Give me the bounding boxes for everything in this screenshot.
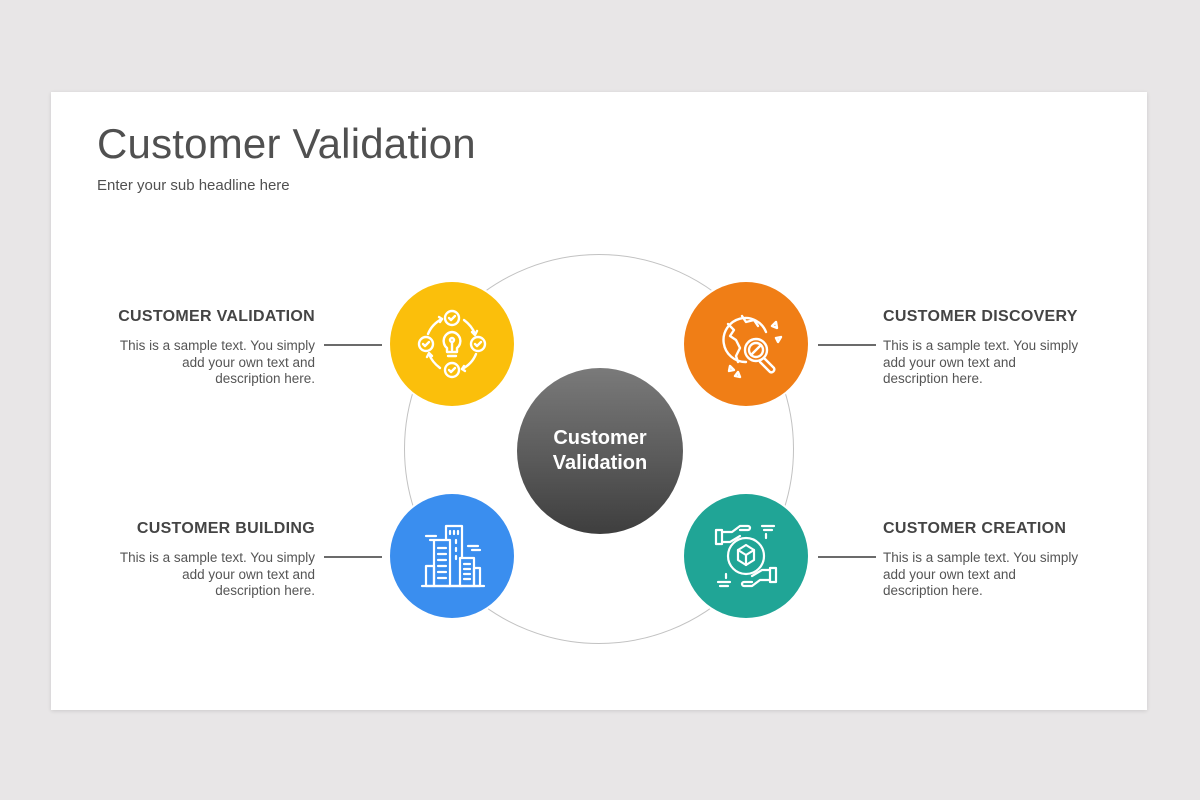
cycle-ring — [404, 254, 794, 644]
hands-box-exchange-icon — [714, 524, 778, 588]
stage-node-creation[interactable] — [684, 494, 808, 618]
connector-line — [324, 344, 382, 346]
stage-description: This is a sample text. You simply add yo… — [883, 338, 1079, 386]
stage-description: This is a sample text. You simply add yo… — [119, 338, 315, 386]
globe-magnifier-icon — [722, 314, 783, 379]
stage-heading: CUSTOMER VALIDATION — [118, 308, 315, 325]
slide-subtitle: Enter your sub headline here — [97, 177, 290, 194]
stage-heading: CUSTOMER CREATION — [883, 520, 1067, 537]
stage-heading: CUSTOMER DISCOVERY — [883, 308, 1078, 325]
connector-line — [818, 344, 876, 346]
stage-discovery-text: CUSTOMER DISCOVERY This is a sample text… — [883, 308, 1083, 388]
stage-node-validation[interactable] — [390, 282, 514, 406]
stage-heading: CUSTOMER BUILDING — [136, 520, 315, 537]
connector-line — [818, 556, 876, 558]
stage-description: This is a sample text. You simply add yo… — [883, 550, 1079, 598]
slide: Customer Validation Enter your sub headl… — [51, 92, 1147, 710]
stage-description: This is a sample text. You simply add yo… — [119, 550, 315, 598]
center-label-line1: Customer — [553, 427, 647, 449]
slide-title: Customer Validation — [97, 120, 476, 167]
stage-building-text: CUSTOMER BUILDING This is a sample text.… — [115, 520, 315, 600]
center-hub: Customer Validation — [517, 368, 683, 534]
connector-line — [324, 556, 382, 558]
lightbulb-cycle-checks-icon — [417, 309, 487, 379]
stage-creation-text: CUSTOMER CREATION This is a sample text.… — [883, 520, 1083, 600]
stage-node-building[interactable] — [390, 494, 514, 618]
buildings-icon — [420, 524, 486, 588]
stage-validation-text: CUSTOMER VALIDATION This is a sample tex… — [115, 308, 315, 388]
stage-node-discovery[interactable] — [684, 282, 808, 406]
center-label-line2: Validation — [552, 452, 648, 474]
